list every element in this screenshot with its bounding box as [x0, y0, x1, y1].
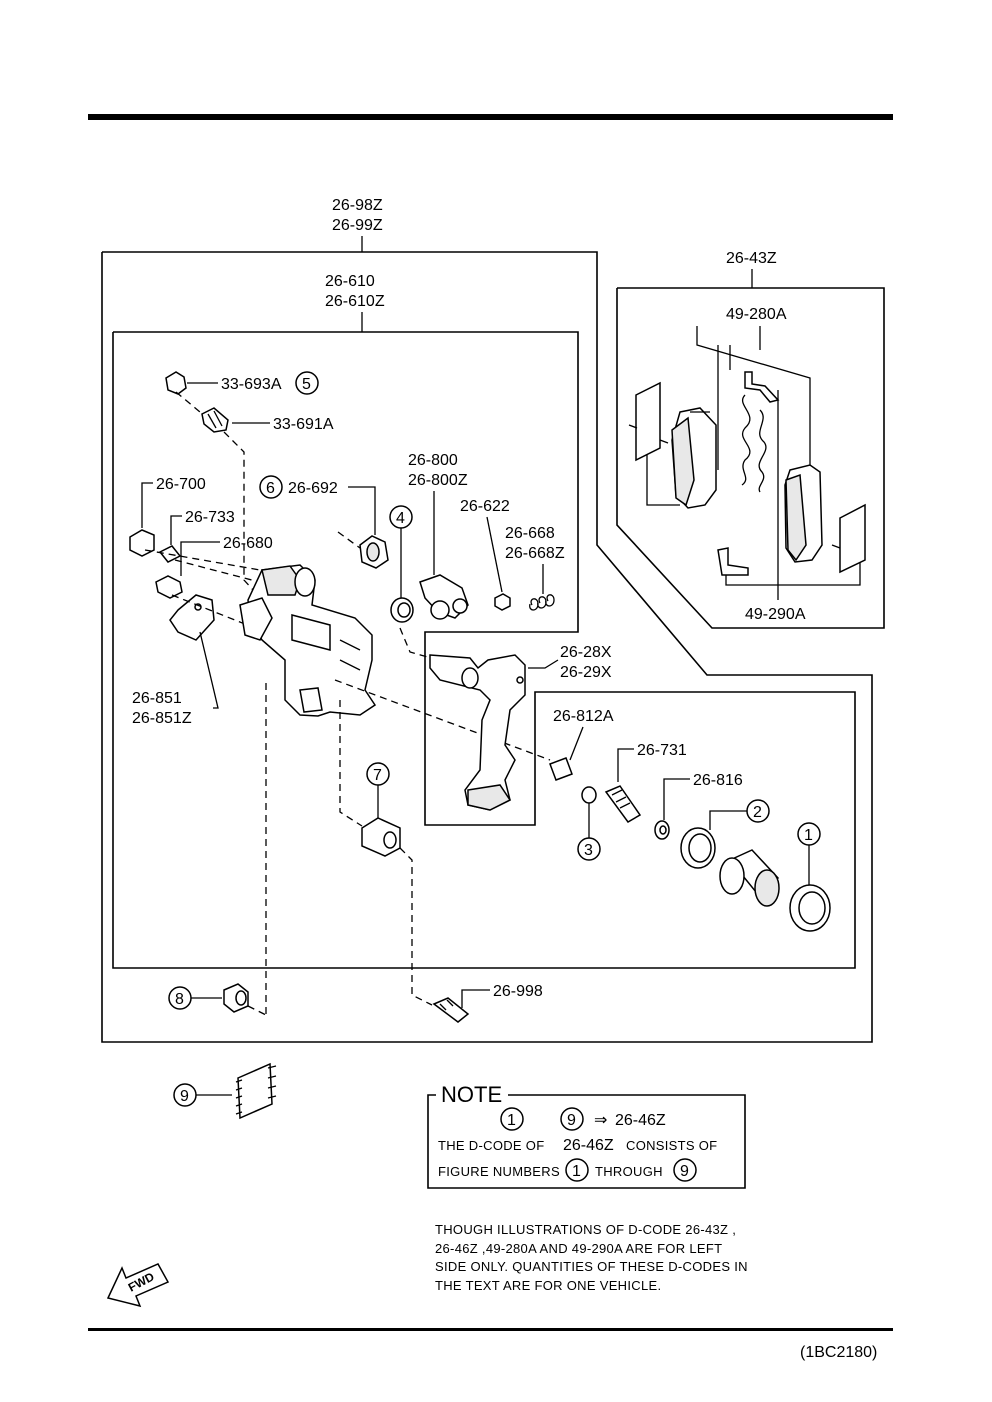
return-spring	[529, 594, 555, 611]
pad-clip-top	[744, 371, 780, 403]
label-nut: 26-622	[460, 498, 510, 515]
disclaimer-line-2: 26-46Z ,49-280A AND 49-290A ARE FOR LEFT	[435, 1241, 722, 1256]
note-arrow: ⇒	[594, 1112, 607, 1129]
label-caliper-a: 26-610	[325, 273, 375, 290]
guide-pin	[432, 997, 470, 1023]
guide-bushing	[361, 817, 401, 857]
circle-5: 5	[302, 376, 311, 393]
label-bolt2: 26-733	[185, 509, 235, 526]
lock-nut	[494, 593, 511, 611]
label-washer: 26-816	[693, 772, 743, 789]
piston	[719, 849, 780, 907]
note-circle-from: 1	[507, 1112, 516, 1129]
label-cap: 33-693A	[221, 376, 282, 393]
assy-outer-box	[101, 251, 873, 1043]
label-bolt3: 26-680	[223, 535, 273, 552]
label-pad-b: 49-290A	[745, 606, 806, 623]
circle-6: 6	[266, 480, 275, 497]
note-box: NOTE 1 9 ⇒ 26-46Z THE D-CODE OF 26-46Z C…	[427, 1082, 746, 1189]
note-line2-from: 1	[572, 1163, 581, 1180]
anti-rattle-spring	[741, 394, 767, 493]
note-line2-to: 9	[680, 1163, 689, 1180]
label-pad-kit: 26-43Z	[726, 250, 777, 267]
label-spring-a: 26-668	[505, 525, 555, 542]
circle-7: 7	[373, 767, 382, 784]
label-spring-b: 26-668Z	[505, 545, 565, 562]
parking-lever	[419, 574, 469, 620]
circle-4: 4	[396, 510, 405, 527]
note-circle-to: 9	[567, 1112, 576, 1129]
label-bolt: 26-700	[156, 476, 206, 493]
figure-code: (1BC2180)	[800, 1344, 877, 1361]
caliper-mounting-support	[429, 654, 526, 811]
label-boot: 26-692	[288, 480, 338, 497]
label-caliper-b: 26-610Z	[325, 293, 385, 310]
top-rule	[88, 114, 893, 120]
label-assy-b: 26-99Z	[332, 217, 383, 234]
note-line1-post: CONSISTS OF	[626, 1138, 717, 1153]
pad-clip-bottom	[717, 547, 749, 576]
shim-right	[831, 503, 866, 574]
brake-pad-left	[671, 407, 717, 509]
label-guide-pin: 26-998	[493, 983, 543, 1000]
caliper-body	[239, 564, 377, 717]
label-lever-b: 26-800Z	[408, 472, 468, 489]
caliper-box	[112, 331, 856, 969]
bolt-26-680	[155, 575, 183, 599]
dust-seal	[789, 884, 831, 932]
bleeder-screw	[201, 407, 229, 433]
label-pad-a: 49-280A	[726, 306, 787, 323]
label-mount-a: 26-28X	[560, 644, 612, 661]
adjuster-spindle	[604, 785, 642, 823]
circle-1: 1	[804, 827, 813, 844]
bolt-26-700	[129, 529, 155, 557]
adjuster-pin	[549, 757, 573, 781]
label-pin: 26-812A	[553, 708, 614, 725]
note-target: 26-46Z	[615, 1112, 666, 1129]
label-bracket-b: 26-851Z	[132, 710, 192, 727]
disclaimer-line-3: SIDE ONLY. QUANTITIES OF THESE D-CODES I…	[435, 1259, 748, 1274]
label-bracket-a: 26-851	[132, 690, 182, 707]
bottom-rule	[88, 1328, 893, 1331]
circle-3: 3	[584, 842, 593, 859]
label-adjuster: 26-731	[637, 742, 687, 759]
note-line1-code: 26-46Z	[563, 1137, 614, 1154]
parking-cable-bracket	[169, 594, 215, 641]
circle-9: 9	[180, 1088, 189, 1105]
grease-packet-icon	[235, 1062, 277, 1120]
shim-left	[628, 381, 669, 462]
bleeder-cap	[165, 371, 187, 395]
note-line2-pre: FIGURE NUMBERS	[438, 1164, 560, 1179]
label-mount-b: 26-29X	[560, 664, 612, 681]
pad-kit-box	[616, 287, 885, 629]
fwd-arrow-icon: FWD	[106, 1263, 170, 1308]
brake-pad-right	[784, 464, 823, 563]
note-title: NOTE	[441, 1082, 502, 1107]
disclaimer-line-1: THOUGH ILLUSTRATIONS OF D-CODE 26-43Z ,	[435, 1222, 736, 1237]
dust-boot	[359, 535, 389, 569]
note-line1-pre: THE D-CODE OF	[438, 1138, 544, 1153]
label-bleeder: 33-691A	[273, 416, 334, 433]
sleeve-bushing	[223, 983, 249, 1013]
label-assy-a: 26-98Z	[332, 197, 383, 214]
note-line2-mid: THROUGH	[595, 1164, 663, 1179]
piston-seal	[680, 827, 716, 869]
circle-8: 8	[175, 991, 184, 1008]
circle-2: 2	[753, 804, 762, 821]
label-lever-a: 26-800	[408, 452, 458, 469]
piston-seal-ring	[390, 597, 414, 623]
washer	[654, 820, 670, 840]
o-ring	[581, 786, 597, 804]
disclaimer-line-4: THE TEXT ARE FOR ONE VEHICLE.	[435, 1278, 661, 1293]
